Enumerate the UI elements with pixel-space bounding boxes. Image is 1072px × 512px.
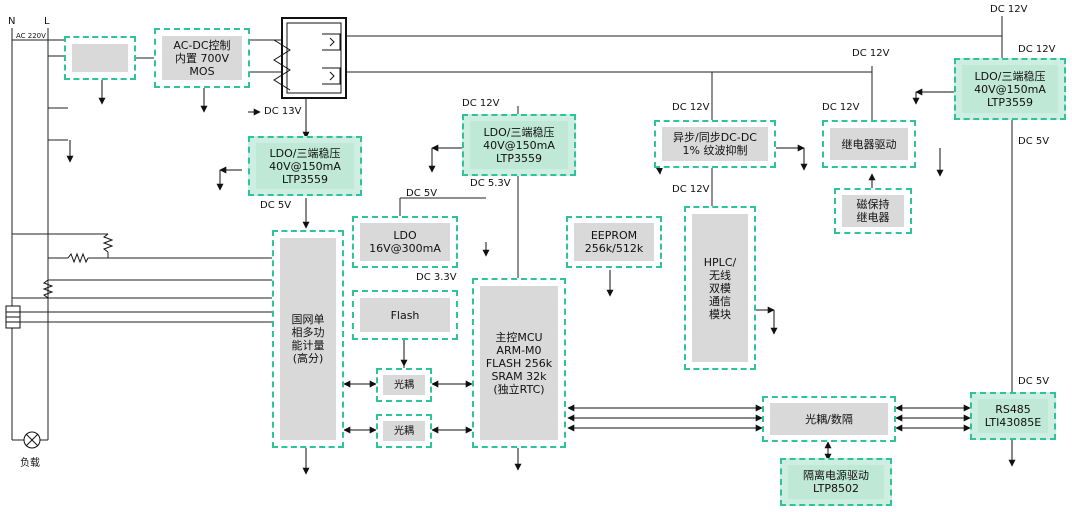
ac-voltage-label: AC 220V <box>16 32 46 40</box>
ldo-right-block: LDO/三端稳压 40V@150mA LTP3559 <box>954 58 1066 120</box>
flash-label: Flash <box>360 298 450 332</box>
voltage-label: DC 5V <box>406 188 438 199</box>
opto2-label: 光耦 <box>383 421 425 441</box>
load-lamp-icon <box>23 431 41 449</box>
transformer-icon <box>273 33 341 91</box>
ldo-mid-block: LDO/三端稳压 40V@150mA LTP3559 <box>462 114 576 176</box>
acdc-label: AC-DC控制 内置 700V MOS <box>162 36 242 80</box>
voltage-label: DC 13V <box>264 106 302 117</box>
eeprom-block: EEPROM 256k/512k <box>566 216 662 268</box>
dcdc-block: 异步/同步DC-DC 1% 纹波抑制 <box>654 120 776 168</box>
voltage-label: DC 12V <box>1018 44 1056 55</box>
load-label: 负载 <box>20 458 40 469</box>
opto1-label: 光耦 <box>383 375 425 395</box>
dcdc-label: 异步/同步DC-DC 1% 纹波抑制 <box>662 127 768 161</box>
voltage-label: DC 5V <box>1018 136 1050 147</box>
mcu-label: 主控MCU ARM-M0 FLASH 256k SRAM 32k (独立RTC) <box>480 286 558 440</box>
opto1-block: 光耦 <box>376 368 432 402</box>
rs485-label: RS485 LTI43085E <box>978 399 1048 433</box>
iso-power-block: 隔离电源驱动 LTP8502 <box>780 458 892 506</box>
mcu-block: 主控MCU ARM-M0 FLASH 256k SRAM 32k (独立RTC) <box>472 278 566 448</box>
ldo-mid-label: LDO/三端稳压 40V@150mA LTP3559 <box>470 121 568 169</box>
voltage-label: DC 5V <box>260 200 292 211</box>
opto-iso-block: 光耦/数隔 <box>762 396 896 442</box>
ldo-16v-block: LDO 16V@300mA <box>352 216 458 268</box>
opto2-block: 光耦 <box>376 414 432 448</box>
voltage-label: DC 12V <box>672 184 710 195</box>
voltage-label: DC 12V <box>852 48 890 59</box>
ldo-left-label: LDO/三端稳压 40V@150mA LTP3559 <box>256 143 354 189</box>
acdc-block: AC-DC控制 内置 700V MOS <box>154 28 250 88</box>
metering-label: 国网单 相多功 能计量 (高分) <box>280 238 336 440</box>
eeprom-label: EEPROM 256k/512k <box>574 223 654 261</box>
ldo-16v-label: LDO 16V@300mA <box>360 223 450 261</box>
voltage-label: DC 12V <box>672 102 710 113</box>
voltage-label: DC 5.3V <box>470 178 511 189</box>
relay-driver-label: 继电器驱动 <box>830 128 908 160</box>
relay-driver-block: 继电器驱动 <box>822 120 916 168</box>
mag-relay-block: 磁保持 继电器 <box>834 188 912 234</box>
ldo-left-block: LDO/三端稳压 40V@150mA LTP3559 <box>248 136 362 196</box>
hplc-label: HPLC/ 无线 双模 通信 模块 <box>692 214 748 362</box>
live-label: L <box>44 16 50 27</box>
flash-block: Flash <box>352 290 458 340</box>
voltage-label: DC 12V <box>822 102 860 113</box>
opto-iso-label: 光耦/数隔 <box>770 403 888 435</box>
voltage-label: DC 5V <box>1018 376 1050 387</box>
rectifier-block <box>64 36 136 80</box>
voltage-label: DC 3.3V <box>416 272 457 283</box>
neutral-label: N <box>8 16 16 27</box>
ldo-right-label: LDO/三端稳压 40V@150mA LTP3559 <box>962 65 1058 113</box>
rs485-block: RS485 LTI43085E <box>970 392 1056 440</box>
iso-power-label: 隔离电源驱动 LTP8502 <box>788 465 884 499</box>
ct-sensor-icon <box>5 305 21 329</box>
hplc-block: HPLC/ 无线 双模 通信 模块 <box>684 206 756 370</box>
resistor-icon <box>42 233 114 299</box>
mag-relay-label: 磁保持 继电器 <box>842 195 904 227</box>
metering-block: 国网单 相多功 能计量 (高分) <box>272 230 344 448</box>
voltage-label: DC 12V <box>462 98 500 109</box>
voltage-label: DC 12V <box>990 4 1028 15</box>
